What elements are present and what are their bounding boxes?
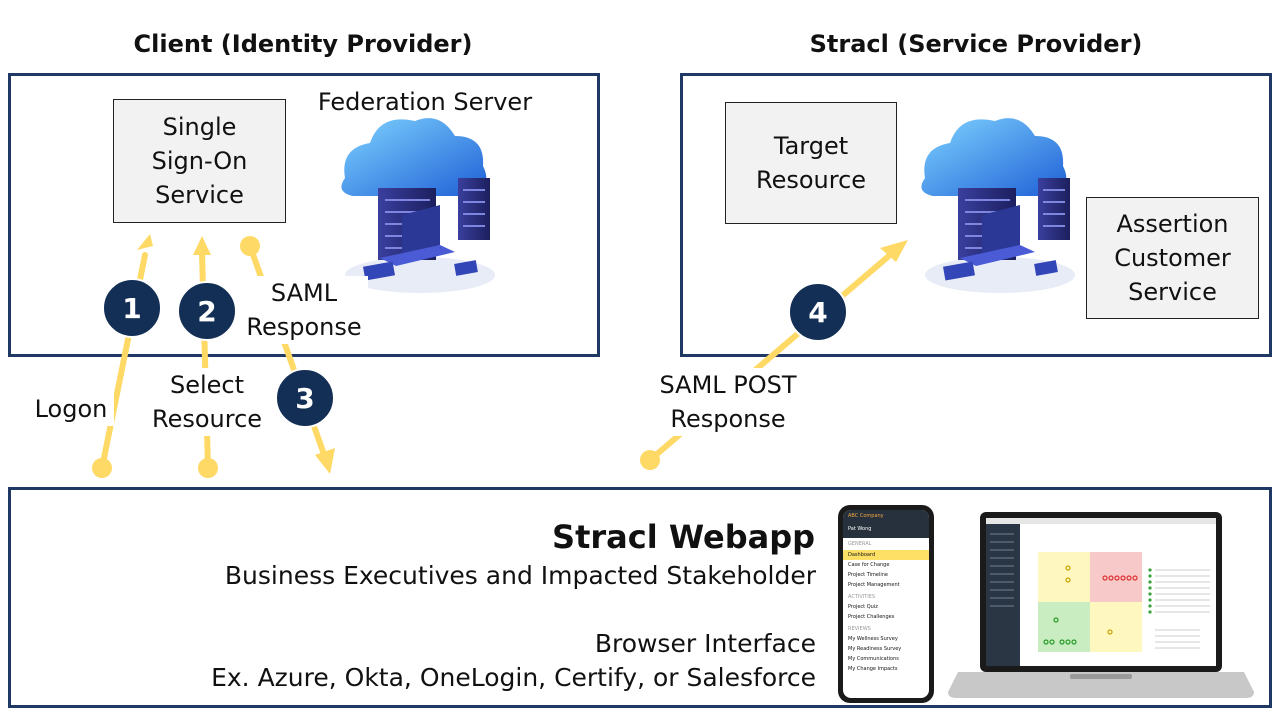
step-3-label: SAML Response	[240, 276, 368, 344]
assertion-service-box: Assertion Customer Service	[1086, 197, 1259, 319]
step-4-badge: 4	[788, 282, 848, 342]
phone-menu-item: My Wellness Survey	[848, 636, 898, 642]
phone-menu-item: My Readiness Survey	[848, 646, 902, 652]
service-provider-heading: Stracl (Service Provider)	[809, 30, 1143, 58]
phone-menu-item: Project Challenges	[848, 614, 895, 620]
target-resource-box: Target Resource	[725, 102, 897, 224]
phone-menu-item: Project Management	[848, 582, 900, 588]
federation-server-label: Federation Server	[317, 88, 533, 116]
webapp-providers: Ex. Azure, Okta, OneLogin, Certify, or S…	[211, 663, 816, 692]
phone-menu-item: My Change Impacts	[848, 666, 898, 672]
step-3-badge: 3	[275, 368, 335, 428]
identity-provider-heading: Client (Identity Provider)	[133, 30, 473, 58]
step-4-label: SAML POST Response	[640, 368, 816, 436]
webapp-audience: Business Executives and Impacted Stakeho…	[224, 561, 816, 590]
webapp-interface: Browser Interface	[594, 629, 816, 658]
phone-menu-item: Dashboard	[843, 550, 929, 560]
phone-section-activities: ACTIVITIES	[848, 594, 876, 600]
phone-section-reviews: REVIEWS	[848, 626, 871, 632]
sso-service-box: Single Sign-On Service	[113, 99, 286, 223]
step-2-badge: 2	[177, 281, 237, 341]
phone-menu-item: My Communications	[848, 656, 899, 662]
phone-mockup: ABC Company Pat Wong GENERAL Dashboard C…	[838, 505, 934, 703]
phone-company: ABC Company	[843, 510, 929, 522]
phone-menu-item: Project Quiz	[848, 604, 878, 610]
phone-user: Pat Wong	[843, 522, 929, 538]
step-1-label: Logon	[28, 392, 114, 426]
phone-menu-item: Case for Change	[848, 562, 890, 568]
phone-section-general: GENERAL	[848, 541, 872, 547]
phone-menu-item: Project Timeline	[848, 572, 888, 578]
step-1-badge: 1	[102, 278, 162, 338]
webapp-title: Stracl Webapp	[552, 518, 815, 556]
step-2-label: Select Resource	[140, 368, 274, 436]
